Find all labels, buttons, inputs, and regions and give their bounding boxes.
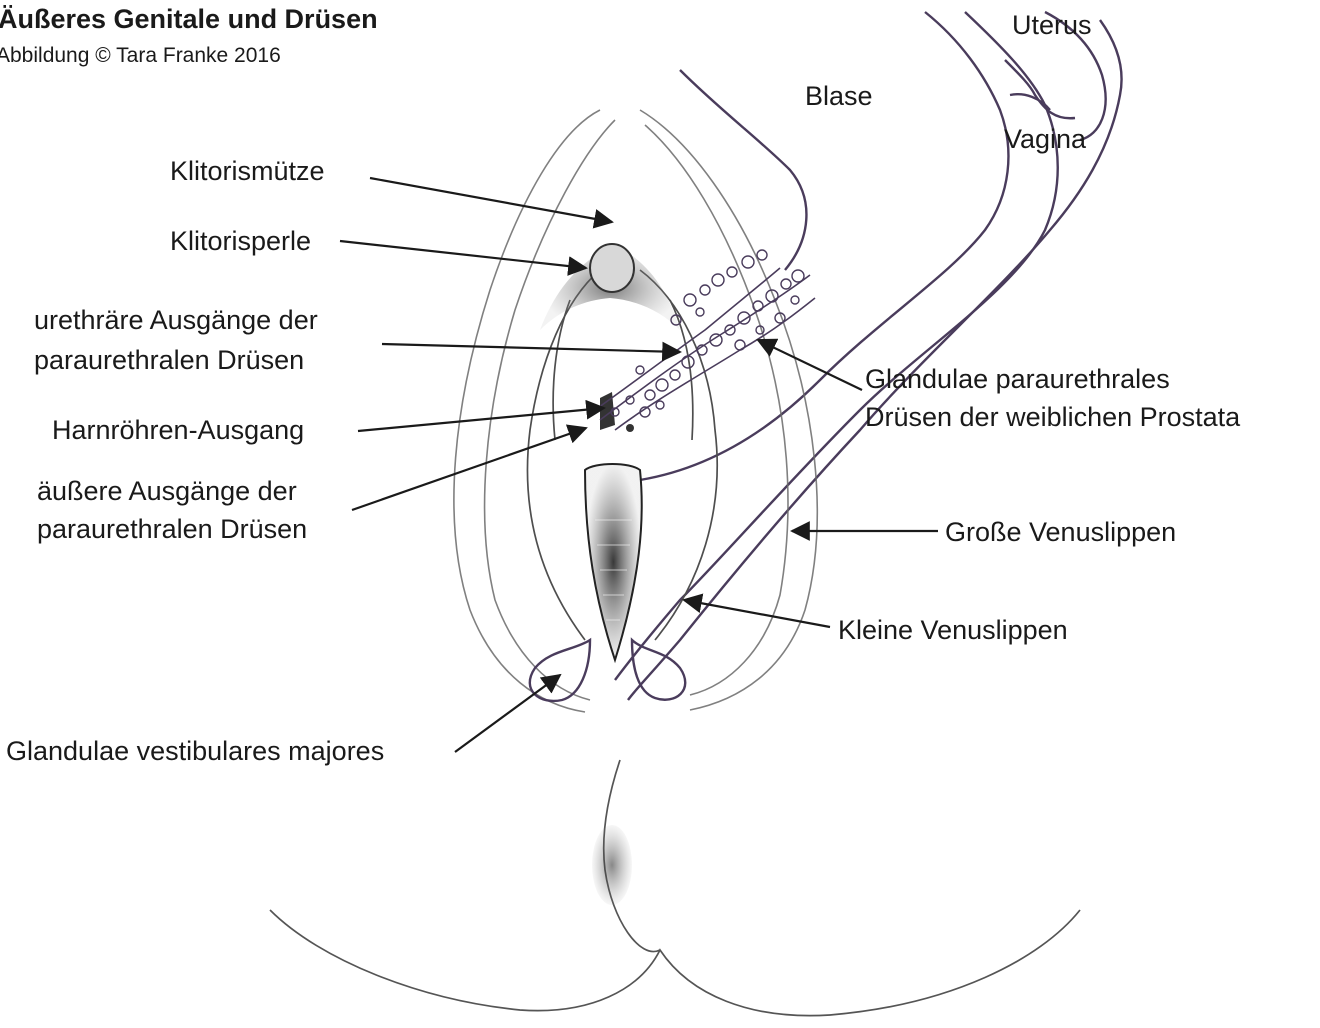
label-vagina: Vagina (1004, 120, 1086, 158)
page-title: Äußeres Genitale und Drüsen (0, 4, 378, 35)
uterus-outline (615, 12, 1122, 700)
label-kleine-venuslippen: Kleine Venuslippen (838, 611, 1068, 649)
label-harnroehren-ausgang: Harnröhren-Ausgang (52, 411, 304, 449)
label-uterus: Uterus (1012, 6, 1092, 44)
label-glandulae-vestibulares-majores: Glandulae vestibulares majores (6, 732, 384, 770)
anus-shading (592, 825, 632, 905)
vaginal-opening (585, 464, 642, 660)
vestibular-glands (530, 640, 685, 701)
label-klitorismuetze: Klitorismütze (170, 152, 325, 190)
label-blase: Blase (805, 77, 873, 115)
label-urethraere-line2: paraurethralen Drüsen (34, 341, 304, 379)
label-glandulae-paraurethrales-line1: Glandulae paraurethrales (865, 360, 1170, 398)
clitoral-glans (590, 244, 634, 292)
buttocks-outline (270, 760, 1080, 1016)
label-glandulae-paraurethrales-line2: Drüsen der weiblichen Prostata (865, 398, 1240, 436)
illustration-credit: Abbildung © Tara Franke 2016 (0, 44, 281, 68)
outer-gland-exit (626, 424, 634, 432)
label-aeussere-line1: äußere Ausgänge der (37, 472, 297, 510)
label-grosse-venuslippen: Große Venuslippen (945, 513, 1176, 551)
label-urethraere-line1: urethräre Ausgänge der (34, 301, 318, 339)
outer-labia-sketch (454, 110, 817, 712)
label-aeussere-line2: paraurethralen Drüsen (37, 510, 307, 548)
label-klitorisperle: Klitorisperle (170, 222, 311, 260)
